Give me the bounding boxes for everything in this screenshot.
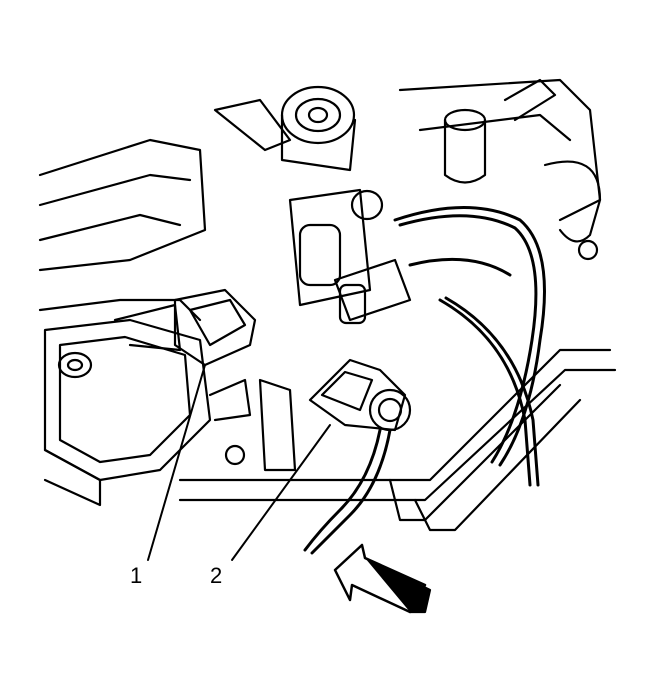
direction-arrow-icon (333, 543, 432, 614)
left-fender-panel (38, 138, 207, 322)
sensor-housing (288, 188, 412, 325)
lower-rails (178, 348, 617, 532)
leader-lines (147, 364, 331, 561)
callout-label-1: 1 (130, 563, 143, 588)
leader-line-1 (147, 364, 206, 561)
harness-connector-2 (308, 358, 412, 432)
harness-connector-1 (113, 288, 257, 367)
intake-runners (398, 78, 602, 261)
valve-cover-block (43, 318, 212, 507)
wiring-harness (303, 206, 546, 555)
leader-line-2 (231, 424, 331, 561)
throttle-body (213, 85, 357, 172)
callout-label-2: 2 (210, 563, 223, 588)
